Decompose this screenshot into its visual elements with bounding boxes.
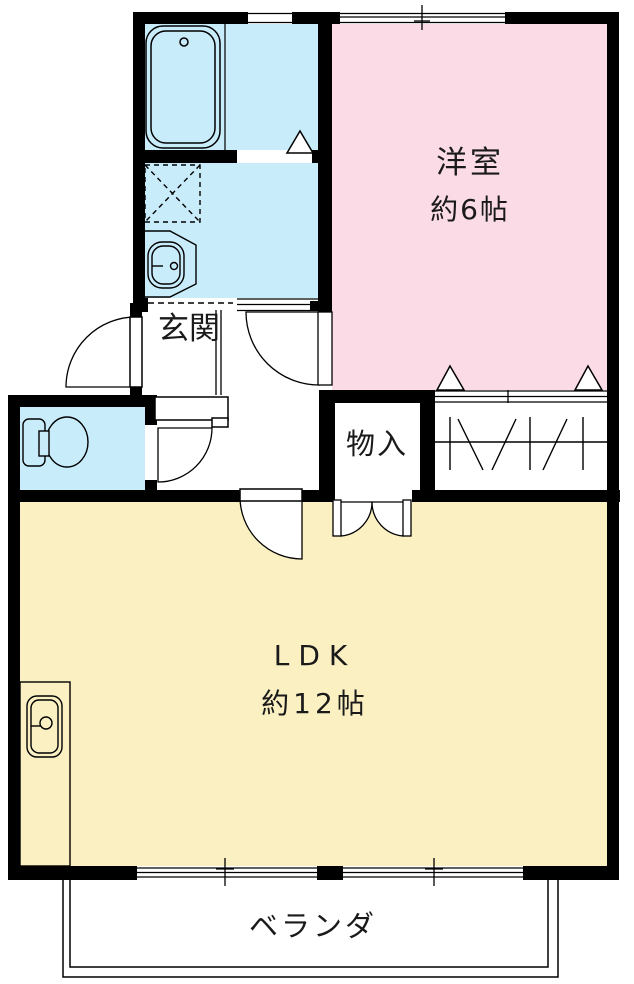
window-bottom-right xyxy=(343,858,523,886)
toilet-door-arc xyxy=(157,427,213,483)
label-ldk: LDK xyxy=(273,639,357,672)
washing-machine-pan-icon xyxy=(144,164,201,223)
hanger-rod-icon xyxy=(430,417,607,471)
label-storage: 物入 xyxy=(345,427,408,461)
window-top-bathroom xyxy=(248,12,292,24)
window-bottom-left xyxy=(137,858,317,886)
room-bathroom xyxy=(145,24,318,150)
western-room-door-arc xyxy=(245,311,333,386)
kitchen-sink-icon xyxy=(26,695,63,758)
room-ldk xyxy=(20,502,607,866)
label-ldk-size: 約12帖 xyxy=(261,687,369,720)
washroom-sink-icon xyxy=(143,230,197,298)
label-western-room: 洋室 xyxy=(436,145,504,181)
label-western-room-size: 約6帖 xyxy=(430,193,510,226)
label-veranda: ベランダ xyxy=(248,909,377,943)
storage-double-door-arcs xyxy=(332,499,412,537)
label-genkan: 玄関 xyxy=(158,311,220,347)
toilet-icon xyxy=(22,416,89,468)
closet-sliding-door xyxy=(435,390,607,403)
ldk-door-arc xyxy=(239,488,303,560)
washroom-sliding-door xyxy=(237,298,318,312)
entrance-door-arc xyxy=(65,316,143,388)
room-washroom xyxy=(145,163,318,298)
kitchen-counter xyxy=(19,681,71,867)
door-direction-triangles xyxy=(285,129,604,391)
walls xyxy=(8,12,620,880)
genkan-step-line xyxy=(215,310,222,395)
window-top-western-room xyxy=(340,5,505,30)
room-western xyxy=(332,24,607,393)
shoe-cabinet xyxy=(154,396,229,428)
bathtub-icon xyxy=(145,24,226,150)
veranda-railing xyxy=(62,880,559,978)
